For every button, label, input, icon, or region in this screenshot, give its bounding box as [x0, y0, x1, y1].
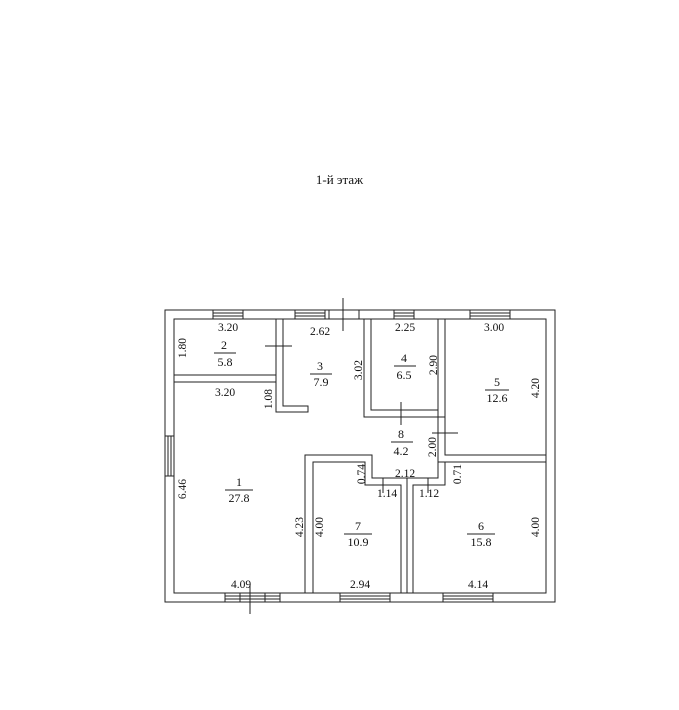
window-room-3	[294, 309, 326, 320]
dim-wall-room-3-height: 1.08	[263, 389, 275, 409]
window-room-5	[469, 309, 511, 320]
dim-room-2-width: 3.20	[218, 322, 238, 334]
door-marks	[382, 478, 429, 493]
room-1-area: 27.8	[229, 491, 250, 505]
dim-room-5-width: 3.00	[484, 322, 504, 334]
window-room-1-left	[164, 435, 175, 477]
room-1-number: 1	[236, 475, 242, 489]
dim-room-5-height: 4.20	[530, 378, 542, 398]
room-2-number: 2	[221, 338, 227, 352]
plan-title: 1-й этаж	[315, 172, 364, 187]
room-7-number: 7	[355, 519, 361, 533]
dim-corridor-left-step: 0.74	[356, 464, 368, 484]
dim-room-1-height: 6.46	[177, 479, 189, 499]
dim-room-3-height: 3.02	[353, 360, 365, 380]
dim-room-7-bottom-width: 2.94	[350, 579, 370, 591]
room-4-number: 4	[401, 351, 407, 365]
room-7-area: 10.9	[348, 535, 369, 549]
room-6-wall-inner	[412, 462, 446, 593]
room-8-number: 8	[398, 427, 404, 441]
room-3-number: 3	[317, 359, 323, 373]
room-6-wall-top	[407, 462, 439, 479]
room-8-area: 4.2	[394, 444, 409, 458]
window-room-7	[339, 592, 391, 603]
dim-room-6-door-width: 1.12	[419, 488, 439, 500]
dim-corridor-height: 2.00	[427, 437, 439, 457]
dim-room-1-right-height: 4.23	[294, 517, 306, 537]
dim-room-4-width: 2.25	[395, 322, 415, 334]
dim-room-3-width: 2.62	[310, 326, 330, 338]
dim-room-1-top-width: 3.20	[215, 387, 235, 399]
dim-corridor-width: 2.12	[395, 468, 415, 480]
room-2-area: 5.8	[218, 355, 233, 369]
room-6-area: 15.8	[471, 535, 492, 549]
room-3-area: 7.9	[314, 375, 329, 389]
room-7-wall-outer	[304, 454, 408, 593]
dim-room-7-height: 4.00	[314, 517, 326, 537]
window-room-6	[442, 592, 494, 603]
dim-room-7-door-width: 1.14	[377, 488, 397, 500]
dim-room-4-height: 2.90	[428, 355, 440, 375]
dim-room-1-bottom-width: 4.09	[231, 579, 251, 591]
room-4-area: 6.5	[397, 368, 412, 382]
room-6-number: 6	[478, 519, 484, 533]
dim-room-6-bottom-width: 4.14	[468, 579, 488, 591]
exterior-wall-outer	[164, 309, 556, 603]
room-5-area: 12.6	[487, 391, 508, 405]
room-7-wall-inner	[312, 461, 402, 593]
dim-corridor-right-step: 0.71	[452, 464, 464, 484]
window-room-4	[393, 309, 415, 320]
window-room-2	[212, 309, 244, 320]
dim-room-6-height: 4.00	[530, 517, 542, 537]
room-3-wall	[275, 319, 309, 413]
dim-room-2-height: 1.80	[177, 338, 189, 358]
entrance-top	[328, 298, 360, 331]
room-5-wall-inner	[444, 319, 546, 456]
room-5-number: 5	[494, 375, 500, 389]
window-room-1-bottom	[224, 592, 281, 603]
